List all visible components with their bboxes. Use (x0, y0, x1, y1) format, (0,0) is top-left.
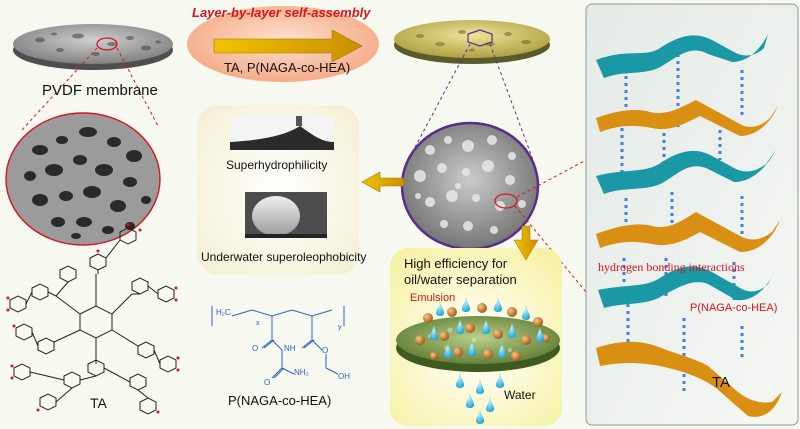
zoom-line-left (21, 47, 98, 131)
polymer-group-nh: NH (284, 344, 296, 353)
water-label: Water (504, 388, 536, 402)
teal-ribbon-1 (596, 34, 768, 78)
polymer-group-x: x (256, 320, 260, 327)
gold-ribbon-1 (596, 100, 778, 136)
polymer-group-ch2: H₂C (216, 308, 231, 317)
separation-heading-line2: oil/water separation (404, 272, 517, 287)
arrow-to-separation (513, 225, 539, 261)
oil-droplets (415, 303, 550, 361)
separation-heading-line1: High efficiency for (404, 256, 508, 271)
superhydrophilicity-label: Superhydrophilicity (226, 158, 328, 172)
emulsion-label: Emulsion (410, 292, 456, 304)
zoom-line-right (116, 47, 159, 127)
zoom-line-panel-top (516, 159, 587, 198)
contact-angle-image-1 (230, 116, 334, 150)
polymer-group-o3: O (322, 346, 329, 355)
gold-ribbon-2 (596, 212, 780, 252)
assembly-panel (585, 3, 799, 426)
contact-angle-image-2 (245, 192, 327, 238)
arrow-to-wettability (361, 171, 405, 193)
polymer-structure (211, 306, 345, 379)
banner-subheading: TA, P(NAGA-co-HEA) (224, 60, 351, 75)
pvdf-membrane-disk (13, 24, 173, 70)
polymer-group-oh: OH (338, 372, 350, 381)
coated-membrane-disk (394, 20, 550, 64)
water-droplets-top (430, 296, 544, 358)
water-droplets-below (456, 372, 504, 424)
polymer-group-nh2: NH₂ (294, 368, 309, 377)
banner-arrow (213, 29, 363, 63)
polymer-structure-label: P(NAGA-co-HEA) (228, 393, 332, 408)
teal-ribbon-3 (598, 266, 774, 308)
coated-sem-circle (400, 121, 540, 251)
polymer-group-o2: O (264, 378, 271, 387)
zoom-line-coated-right (489, 43, 537, 169)
panel-ta-label: TA (712, 374, 731, 391)
polymer-group-o1: O (252, 344, 259, 353)
ta-structure (9, 227, 177, 415)
polymer-group-y: y (338, 324, 342, 331)
teal-ribbon-2 (596, 150, 776, 194)
pvdf-sem-zoom (5, 112, 161, 246)
zoom-line-panel-bottom (514, 205, 587, 293)
pvdf-membrane-label: PVDF membrane (42, 82, 158, 99)
ta-oh-groups (6, 223, 180, 414)
gold-ribbon-3 (596, 341, 782, 417)
banner-heading: Layer-by-layer self-assembly (192, 5, 371, 20)
panel-polymer-label: P(NAGA-co-HEA) (690, 302, 778, 314)
ta-structure-label: TA (90, 395, 107, 411)
underwater-superoleophobicity-label: Underwater superoleophobicity (201, 250, 367, 264)
hydrogen-bonding-label: hydrogen bonding interactions (598, 260, 745, 274)
